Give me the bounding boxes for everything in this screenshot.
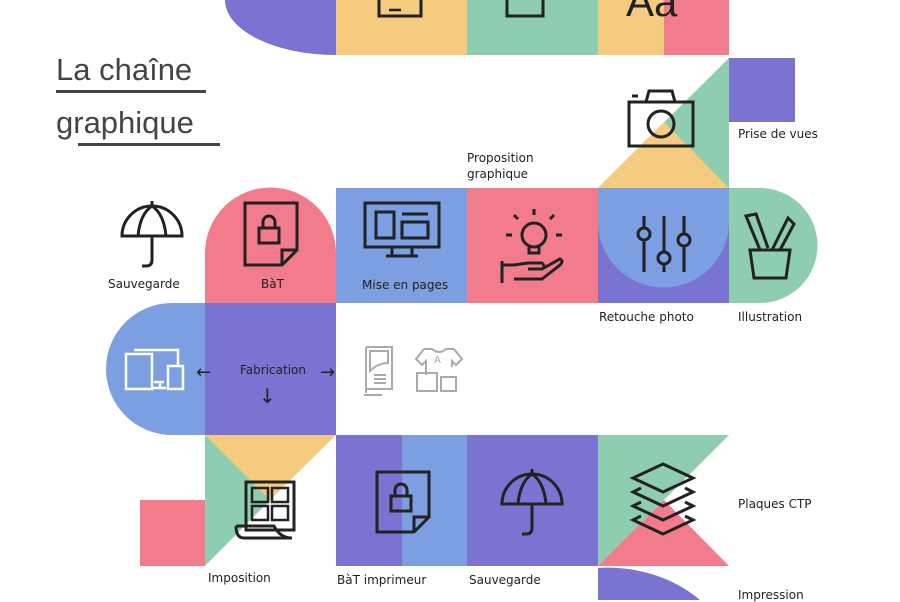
idea-hand-icon [500, 209, 564, 283]
purple-square [729, 58, 795, 122]
top-green-cell [467, 0, 598, 55]
umbrella-icon [120, 201, 184, 268]
camera-icon [627, 89, 695, 148]
label-illustration: Illustration [738, 310, 803, 324]
label-bat-imprimeur: BàT imprimeur [337, 573, 427, 587]
edge-strip [460, 435, 467, 566]
merchandise-icon: A [414, 348, 464, 392]
page-title-line1: La chaîne [56, 52, 193, 87]
top-yellow-cell [336, 0, 467, 55]
imposition-yellow-triangle [205, 435, 336, 500]
impression-arc [598, 567, 700, 600]
devices-icon [124, 348, 185, 391]
label-proposition-l1: Proposition [467, 151, 534, 165]
sliders-icon [636, 216, 692, 272]
label-proposition: Proposition graphique [467, 150, 534, 182]
imposition-sheet-icon [234, 480, 296, 540]
rollup-banner-icon [364, 346, 393, 396]
digital-cell [106, 303, 205, 435]
label-impression: Impression [738, 588, 804, 602]
fabrication-cell [205, 303, 336, 435]
arrow-right-icon: → [320, 362, 336, 383]
title-underline [56, 90, 206, 93]
umbrella-icon [500, 469, 564, 536]
yellow-triangle [598, 122, 729, 188]
layers-stack-icon [629, 462, 697, 536]
pink-square [140, 500, 205, 566]
locked-document-icon [375, 470, 431, 534]
bat-imprimeur-blue [402, 435, 467, 566]
sauvegarde-bottom-cell [467, 435, 598, 566]
top-yellow-half [598, 0, 664, 55]
label-prise-de-vues: Prise de vues [738, 127, 818, 141]
pencil-cup-icon [743, 212, 796, 280]
label-retouche: Retouche photo [599, 310, 694, 324]
monitor-layout-icon [363, 201, 441, 258]
label-fabrication: Fabrication [240, 363, 306, 377]
label-mise-en-pages: Mise en pages [362, 278, 449, 292]
arrow-down-icon: ↓ [259, 384, 276, 408]
locked-document-icon [243, 201, 299, 267]
typography-icon: Aa [626, 0, 678, 25]
shirt-letter: A [434, 355, 441, 366]
top-purple-arc [225, 0, 336, 55]
label-sauvegarde-top: Sauvegarde [108, 277, 180, 291]
label-bat: BàT [261, 277, 284, 291]
top-pink-half [664, 0, 729, 55]
label-plaques: Plaques CTP [738, 497, 812, 511]
invoice-icon [377, 0, 423, 18]
title-underline [78, 143, 220, 146]
document-edit-icon [505, 0, 545, 18]
page-title-line2: graphique [56, 105, 194, 140]
arrow-left-icon: ← [196, 362, 212, 383]
label-proposition-l2: graphique [467, 167, 529, 181]
label-imposition: Imposition [208, 571, 271, 585]
bat-cell [205, 187, 337, 303]
label-sauvegarde-bottom: Sauvegarde [469, 573, 541, 587]
